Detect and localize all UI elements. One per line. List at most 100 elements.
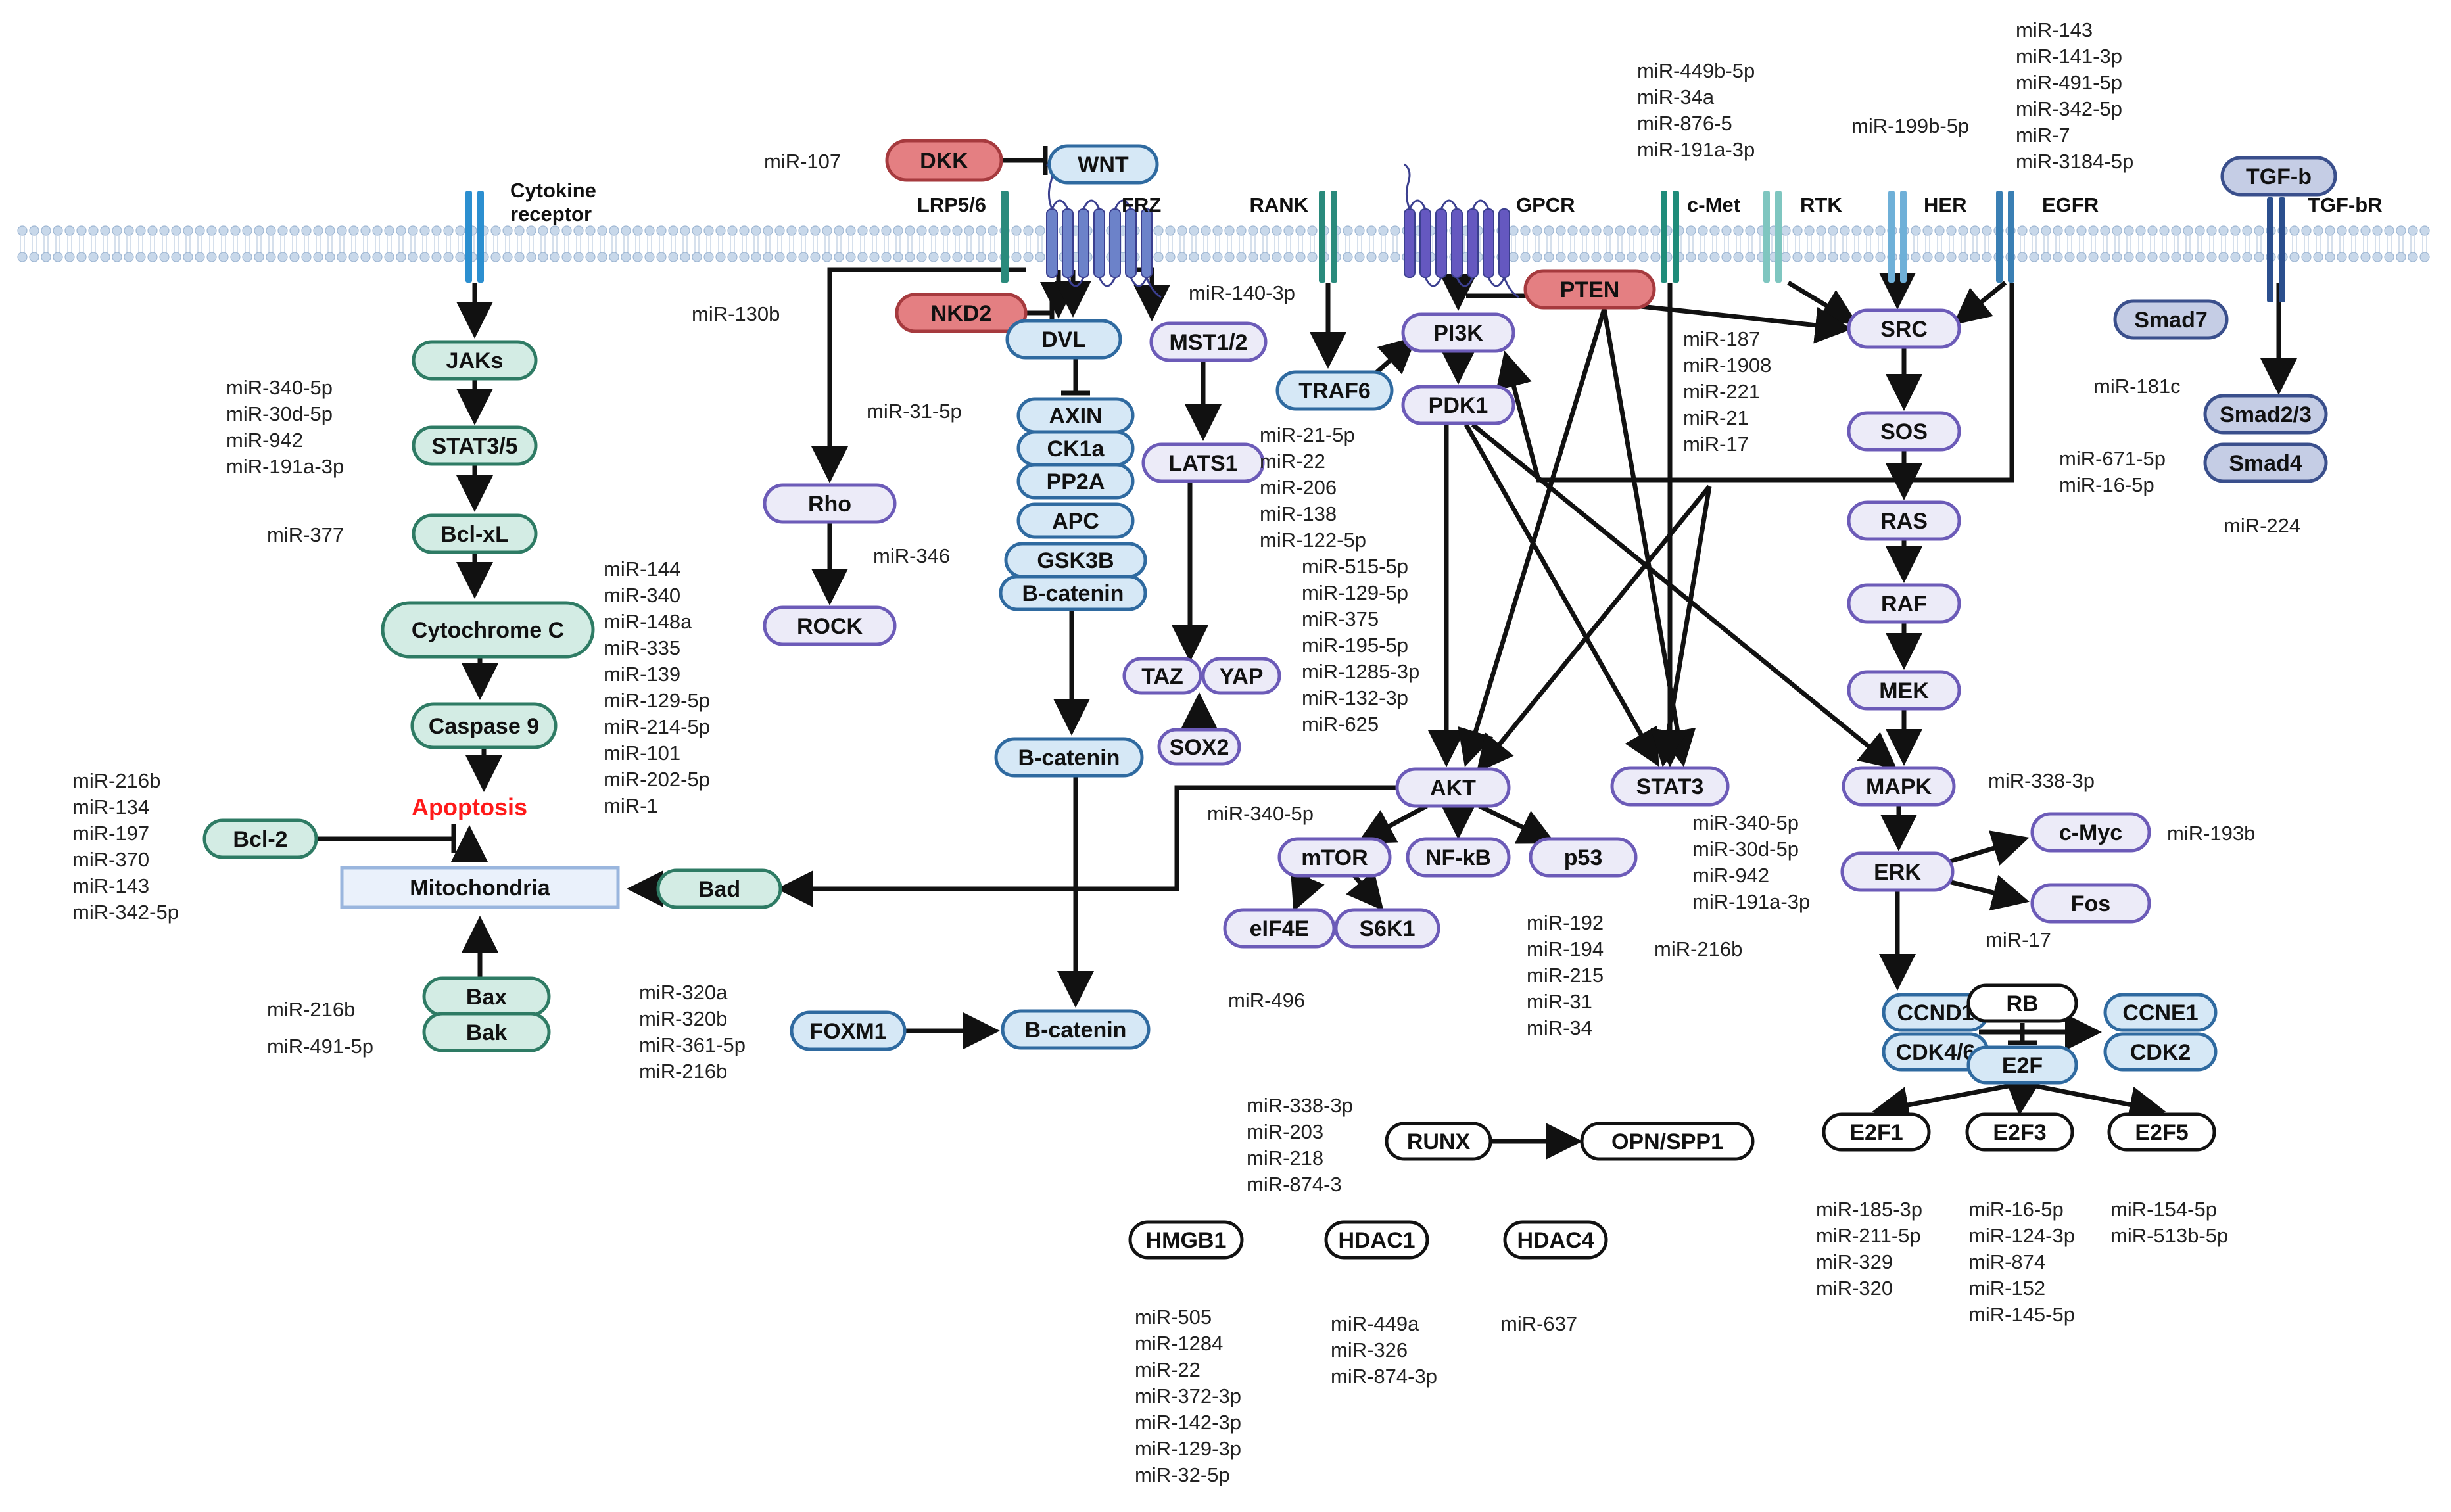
mirna-group-bclxl: miR-377 <box>267 523 344 546</box>
mirna-label: miR-185-3p <box>1816 1198 1922 1221</box>
receptor-label-rank: RANK <box>1249 193 1308 216</box>
mirna-label: miR-216b <box>267 998 355 1021</box>
mirna-label: miR-216b <box>1654 937 1742 960</box>
mirna-label: miR-191a-3p <box>1692 890 1810 913</box>
mirna-label: miR-132-3p <box>1302 686 1408 709</box>
node-label-e2f: E2F <box>2002 1053 2043 1078</box>
node-label-cdk2: CDK2 <box>2130 1040 2191 1065</box>
node-stat35: STAT3/5 <box>412 425 538 466</box>
mirna-group-yap: miR-515-5pmiR-129-5pmiR-375miR-195-5pmiR… <box>1302 555 1419 736</box>
mirna-label: miR-216b <box>639 1060 727 1083</box>
receptor-label-gpcr: GPCR <box>1516 193 1575 216</box>
node-mapk: MAPK <box>1842 766 1956 807</box>
mirna-label: miR-340-5p <box>1692 811 1799 834</box>
node-hdac1: HDAC1 <box>1324 1220 1429 1260</box>
mirna-label: miR-32-5p <box>1135 1463 1230 1486</box>
node-nfkb: NF-kB <box>1406 837 1511 878</box>
mirna-label: miR-143 <box>72 874 149 897</box>
node-e2f3: E2F3 <box>1965 1112 2074 1152</box>
mirna-group-eif4e: miR-496 <box>1228 989 1305 1012</box>
mirna-label: miR-513b-5p <box>2110 1224 2228 1247</box>
node-ccne1: CCNE1 <box>2103 993 2218 1032</box>
node-opn: OPN/SPP1 <box>1580 1122 1755 1161</box>
mirna-label: miR-214-5p <box>604 715 710 738</box>
mirna-label: miR-1285-3p <box>1302 660 1419 683</box>
node-label-bax: Bax <box>466 985 507 1010</box>
mirna-group-mtor: miR-340-5p <box>1207 802 1314 825</box>
node-taz: TAZ <box>1122 657 1202 695</box>
node-e2f1: E2F1 <box>1822 1112 1931 1152</box>
mirna-label: miR-874-3 <box>1247 1173 1342 1196</box>
node-eif4e: eIF4E <box>1223 908 1336 949</box>
node-label-p53: p53 <box>1564 845 1603 870</box>
mirna-label: miR-193b <box>2167 822 2255 845</box>
node-smad4: Smad4 <box>2203 442 2328 483</box>
mirna-label: miR-491-5p <box>2016 71 2122 94</box>
mirna-label: miR-206 <box>1260 476 1337 499</box>
node-cmyc: c-Myc <box>2030 812 2151 853</box>
node-label-rho: Rho <box>808 492 851 517</box>
mirna-label: miR-215 <box>1527 964 1604 987</box>
mirna-label: miR-1908 <box>1683 354 1771 377</box>
node-rho: Rho <box>763 483 897 524</box>
mirna-label: miR-30d-5p <box>226 402 333 425</box>
mirna-label: miR-107 <box>764 150 841 173</box>
node-label-smad23: Smad2/3 <box>2220 402 2312 427</box>
node-label-wnt: WNT <box>1078 153 1129 177</box>
mirna-label: miR-1284 <box>1135 1332 1223 1355</box>
mirna-label: miR-218 <box>1247 1146 1323 1169</box>
mirna-label: miR-145-5p <box>1968 1303 2075 1326</box>
node-axin: AXIN <box>1016 397 1135 434</box>
mirna-label: miR-942 <box>226 429 303 452</box>
receptor-egfr: EGFR <box>1996 191 2099 283</box>
node-cdk46: CDK4/6 <box>1882 1032 1989 1072</box>
node-lats1: LATS1 <box>1141 442 1265 483</box>
node-label-hmgb1: HMGB1 <box>1146 1228 1227 1253</box>
mirna-label: miR-224 <box>2224 514 2300 537</box>
node-label-cmyc: c-Myc <box>2059 820 2122 845</box>
mirna-label: miR-491-5p <box>267 1035 373 1058</box>
receptor-label-rtk: RTK <box>1800 193 1842 216</box>
receptor-cmet: c-Met <box>1661 191 1740 283</box>
node-label-runx: RUNX <box>1407 1129 1471 1154</box>
mirna-label: miR-449a <box>1331 1312 1419 1335</box>
mirna-label: miR-195-5p <box>1302 634 1408 657</box>
node-label-stat35: STAT3/5 <box>432 434 518 459</box>
node-hmgb1: HMGB1 <box>1128 1220 1244 1260</box>
mirna-label: miR-192 <box>1527 911 1604 934</box>
mirna-label: miR-21-5p <box>1260 423 1355 446</box>
mirna-label: miR-942 <box>1692 864 1769 887</box>
node-apc: APC <box>1016 502 1135 539</box>
node-stat3: STAT3 <box>1610 766 1730 807</box>
node-src: SRC <box>1847 308 1961 349</box>
receptor-gpcr: GPCR <box>1404 163 1575 298</box>
node-label-pdk1: PDK1 <box>1429 393 1488 418</box>
mirna-label: miR-340-5p <box>226 376 333 399</box>
node-label-hdac1: HDAC1 <box>1338 1228 1415 1253</box>
node-pten: PTEN <box>1523 269 1656 310</box>
node-bcat2: B-catenin <box>994 737 1144 778</box>
node-wnt: WNT <box>1047 144 1159 185</box>
node-label-ccnd1: CCND1 <box>1897 1001 1974 1026</box>
node-label-bclxl: Bcl-xL <box>440 522 509 547</box>
mirna-label: miR-122-5p <box>1260 529 1366 552</box>
mirna-label: miR-377 <box>267 523 344 546</box>
node-mtor: mTOR <box>1277 837 1392 878</box>
node-bcat1: B-catenin <box>999 575 1147 611</box>
receptor-rtk: RTK <box>1763 191 1842 283</box>
mirna-label: miR-340-5p <box>1207 802 1314 825</box>
node-bax: Bax <box>422 976 551 1017</box>
mirna-group-smad7: miR-181c <box>2093 375 2181 398</box>
node-label-pp2a: PP2A <box>1047 469 1105 494</box>
mirna-label: miR-30d-5p <box>1692 838 1799 861</box>
node-label-hdac4: HDAC4 <box>1517 1228 1594 1253</box>
mirna-label: miR-361-5p <box>639 1033 746 1056</box>
mirna-label: miR-101 <box>604 742 680 765</box>
